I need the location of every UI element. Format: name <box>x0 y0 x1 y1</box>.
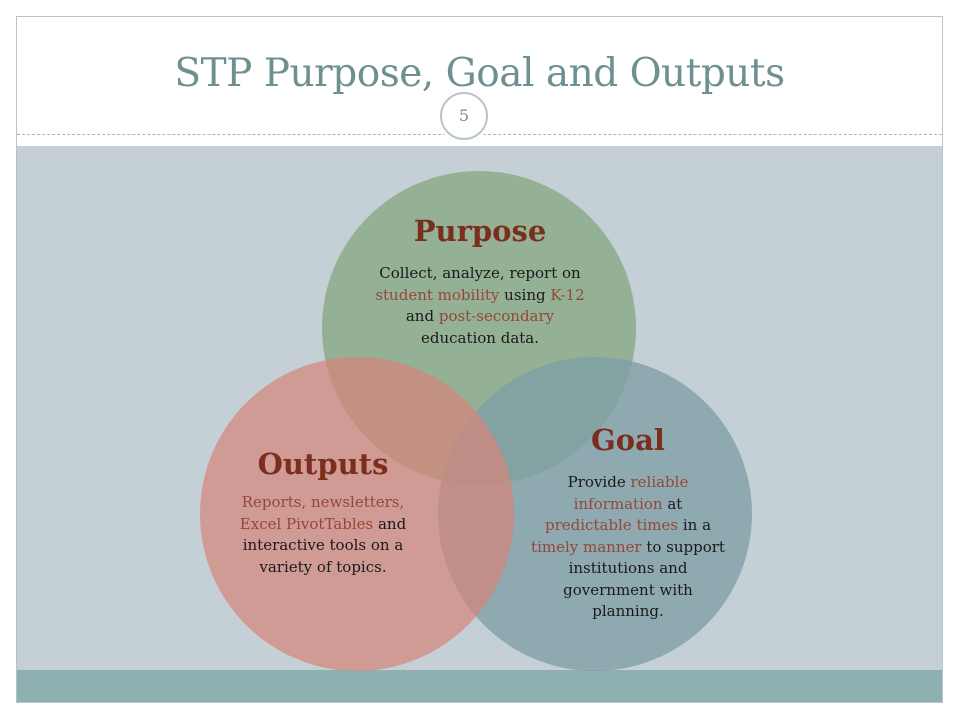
outputs-highlight-reports: Reports, newsletters, Excel PivotTables <box>239 493 405 533</box>
goal-highlight-reliable-information: reliable information <box>573 473 689 513</box>
purpose-title: Purpose <box>413 214 547 248</box>
purpose-text-2: using <box>499 285 551 304</box>
goal-text-1: Provide <box>567 473 631 491</box>
goal-title: Goal <box>591 423 665 457</box>
purpose-text-3: and <box>405 307 439 325</box>
goal-highlight-predictable-times: predictable times <box>544 516 679 534</box>
purpose-description: Collect, analyze, report on student mobi… <box>367 263 593 349</box>
purpose-highlight-k12: K-12 <box>550 285 585 304</box>
goal-circle <box>438 357 752 671</box>
purpose-text-1: Collect, analyze, report on <box>379 264 581 282</box>
goal-text-3: in a <box>678 516 712 534</box>
outputs-text-1: and interactive tools on a variety of to… <box>242 514 407 576</box>
outputs-description: Reports, newsletters, Excel PivotTables … <box>228 492 418 578</box>
purpose-text-4: education data. <box>420 328 540 347</box>
outputs-circle <box>200 357 514 671</box>
outputs-title: Outputs <box>257 447 389 481</box>
title-divider <box>17 134 942 135</box>
goal-text-2: at <box>662 494 683 513</box>
bottom-bar <box>17 670 942 702</box>
goal-highlight-timely-manner: timely manner <box>531 537 642 556</box>
goal-text-4: to support institutions and government w… <box>563 537 725 621</box>
slide-title: STP Purpose, Goal and Outputs <box>174 51 785 96</box>
purpose-highlight-student-mobility: student mobility <box>375 285 500 304</box>
goal-description: Provide reliable information at predicta… <box>528 472 728 623</box>
page-number-badge: 5 <box>440 92 488 140</box>
purpose-highlight-post-secondary: post-secondary <box>438 307 555 325</box>
